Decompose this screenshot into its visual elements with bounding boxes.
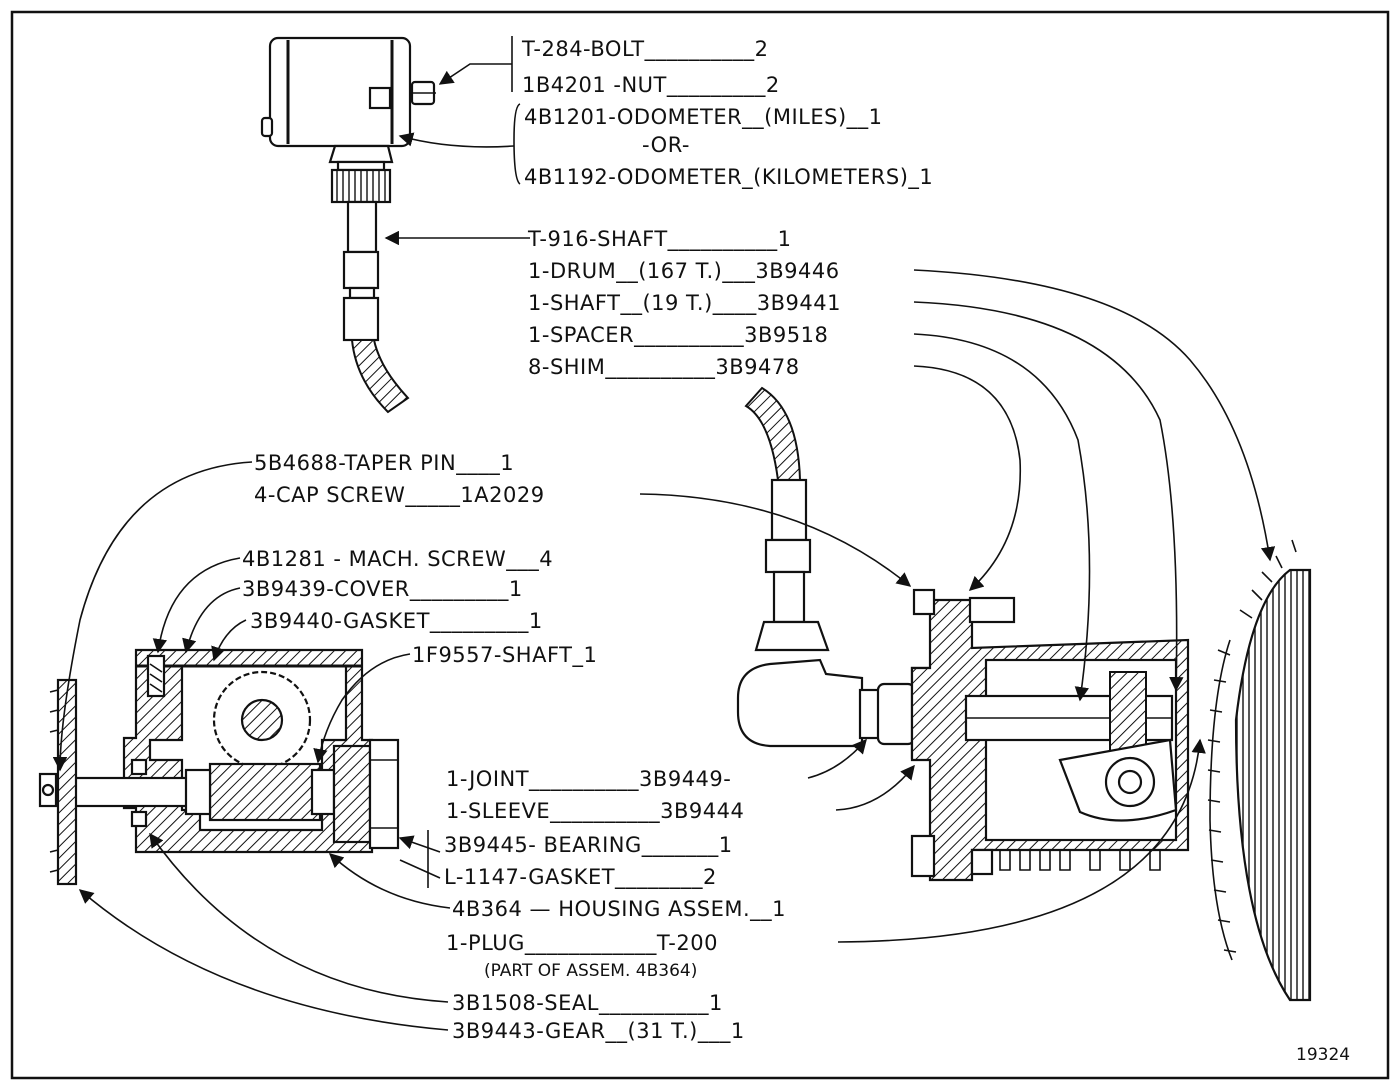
worm xyxy=(208,762,322,822)
label-sleeve: 1-SLEEVE__________3B9444 xyxy=(446,799,744,824)
label-bearing: 3B9445- BEARING_______1 xyxy=(444,833,733,858)
label-plug-note: (PART OF ASSEM. 4B364) xyxy=(484,961,697,981)
labels: T-284-BOLT__________2 1B4201 -NUT_______… xyxy=(242,37,1350,1065)
label-housing: 4B364 — HOUSING ASSEM.__1 xyxy=(452,897,786,922)
label-drum: 1-DRUM__(167 T.)___3B9446 xyxy=(528,259,840,284)
odometer-assembly xyxy=(260,36,436,414)
label-taper-pin: 5B4688-TAPER PIN____1 xyxy=(254,451,514,476)
label-cover: 3B9439-COVER_________1 xyxy=(242,577,523,602)
housing-section xyxy=(38,648,400,886)
label-cap-screw: 4-CAP SCREW_____1A2029 xyxy=(254,483,545,508)
pinion-shaft xyxy=(1109,671,1147,757)
label-mach-screw: 4B1281 - MACH. SCREW___4 xyxy=(242,547,553,572)
label-seal: 3B1508-SEAL__________1 xyxy=(452,991,723,1016)
knurled-nut xyxy=(330,168,392,204)
label-or: -OR- xyxy=(642,133,690,157)
flexible-cable-right xyxy=(744,386,802,481)
diagram-border xyxy=(10,10,1390,1080)
leader-lines-top xyxy=(384,36,530,246)
outer-gear xyxy=(56,678,78,886)
label-shaft-1f: 1F9557-SHAFT_1 xyxy=(412,643,597,668)
label-shaft-t916: T-916-SHAFT__________1 xyxy=(527,227,792,252)
label-gear: 3B9443-GEAR__(31 T.)___1 xyxy=(452,1019,745,1044)
label-gasket-1: 3B9440-GASKET_________1 xyxy=(250,609,543,634)
leader-lines-right xyxy=(639,269,1276,943)
drum-gear xyxy=(1207,539,1312,1002)
label-odometer-km: 4B1192-ODOMETER_(KILOMETERS)_1 xyxy=(524,165,933,190)
figure-number: 19324 xyxy=(1296,1045,1350,1065)
label-spacer: 1-SPACER__________3B9518 xyxy=(528,323,828,348)
label-gasket-l: L-1147-GASKET________2 xyxy=(444,865,717,890)
label-nut: 1B4201 -NUT_________2 xyxy=(522,73,780,98)
label-odometer-miles: 4B1201-ODOMETER__(MILES)__1 xyxy=(524,105,883,130)
label-shim: 8-SHIM__________3B9478 xyxy=(528,355,800,380)
label-bolt: T-284-BOLT__________2 xyxy=(521,37,768,62)
label-shaft-19t: 1-SHAFT__(19 T.)____3B9441 xyxy=(528,291,841,316)
leader-lines-left xyxy=(52,461,451,1031)
drive-assembly xyxy=(736,386,1190,882)
flexible-cable-top xyxy=(350,339,410,414)
label-joint: 1-JOINT__________3B9449- xyxy=(446,767,731,792)
label-plug: 1-PLUG____________T-200 xyxy=(446,931,718,956)
